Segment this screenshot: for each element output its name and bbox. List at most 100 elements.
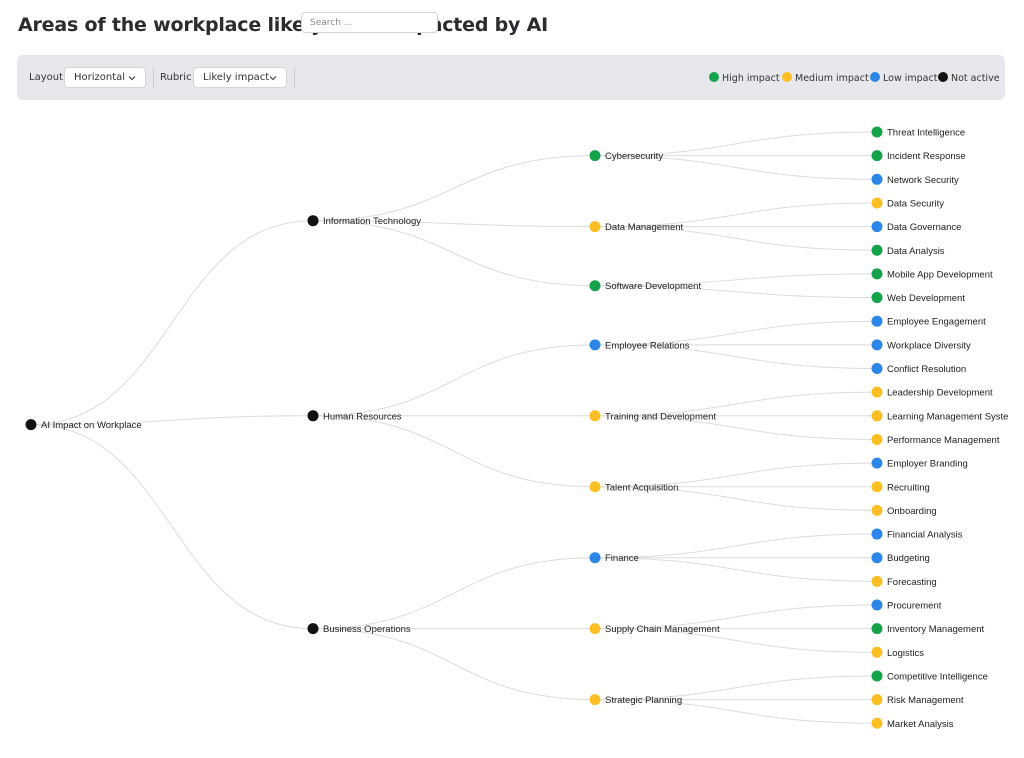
- node-status-dot[interactable]: [589, 481, 601, 493]
- node-label: Leadership Development: [887, 388, 993, 399]
- node-status-dot[interactable]: [871, 646, 883, 658]
- tree-node-incident-response[interactable]: Incident Response: [871, 150, 966, 162]
- tree-node-procurement[interactable]: Procurement: [871, 599, 942, 612]
- tree-node-competitive-intelligence[interactable]: Competitive Intelligence: [871, 670, 988, 682]
- tree-node-cybersecurity[interactable]: Cybersecurity: [589, 150, 664, 162]
- tree-node-onboarding[interactable]: Onboarding: [871, 504, 937, 517]
- node-status-dot[interactable]: [589, 280, 601, 292]
- tree-node-software-development[interactable]: Software Development: [589, 280, 702, 292]
- tree-link: [594, 285, 878, 299]
- node-status-dot[interactable]: [871, 717, 883, 729]
- tree-node-threat-intelligence[interactable]: Threat Intelligence: [871, 126, 966, 139]
- tree-node-forecasting[interactable]: Forecasting: [871, 575, 937, 588]
- node-status-dot[interactable]: [871, 315, 883, 327]
- node-status-dot[interactable]: [871, 481, 883, 493]
- tree-node-risk-management[interactable]: Risk Management: [871, 694, 964, 706]
- node-status-dot[interactable]: [307, 623, 319, 635]
- tree-node-logistics[interactable]: Logistics: [871, 646, 925, 659]
- tree-node-ai-impact-on-workplace[interactable]: AI Impact on Workplace: [25, 419, 142, 431]
- tree-node-employer-branding[interactable]: Employer Branding: [871, 457, 968, 470]
- node-status-dot[interactable]: [25, 419, 37, 431]
- node-status-dot[interactable]: [589, 552, 601, 564]
- tree-node-performance-management[interactable]: Performance Management: [871, 433, 1000, 446]
- node-label: Conflict Resolution: [887, 364, 966, 375]
- node-status-dot[interactable]: [871, 694, 883, 706]
- chevron-down-icon: [269, 76, 277, 81]
- tree-link: [594, 273, 878, 287]
- tree-node-network-security[interactable]: Network Security: [871, 173, 960, 186]
- node-status-dot[interactable]: [871, 504, 883, 516]
- node-status-dot[interactable]: [307, 410, 319, 422]
- tree-node-mobile-app-development[interactable]: Mobile App Development: [871, 268, 993, 280]
- node-status-dot[interactable]: [871, 339, 883, 351]
- node-status-dot[interactable]: [871, 150, 883, 162]
- node-status-dot[interactable]: [871, 599, 883, 611]
- layout-select[interactable]: Horizontal: [64, 67, 146, 88]
- rubric-select[interactable]: Likely impact: [193, 67, 287, 88]
- node-status-dot[interactable]: [589, 410, 601, 422]
- tree-node-human-resources[interactable]: Human Resources: [307, 410, 402, 422]
- tree-node-employee-relations[interactable]: Employee Relations: [589, 339, 690, 351]
- legend-label: High impact: [722, 73, 780, 84]
- layout-select-value: Horizontal: [74, 72, 126, 83]
- node-status-dot[interactable]: [871, 552, 883, 564]
- tree-node-business-operations[interactable]: Business Operations: [307, 623, 411, 635]
- node-status-dot[interactable]: [871, 433, 883, 445]
- tree-node-finance[interactable]: Finance: [589, 552, 639, 564]
- node-label: Strategic Planning: [605, 695, 682, 706]
- node-status-dot[interactable]: [307, 215, 319, 227]
- node-label: Threat Intelligence: [887, 128, 965, 139]
- tree-node-conflict-resolution[interactable]: Conflict Resolution: [871, 363, 967, 375]
- node-status-dot[interactable]: [871, 528, 883, 540]
- node-status-dot[interactable]: [589, 694, 601, 706]
- tree-node-leadership-development[interactable]: Leadership Development: [871, 386, 993, 399]
- legend-label: Low impact: [883, 73, 938, 84]
- tree-link: [594, 344, 878, 369]
- node-status-dot[interactable]: [871, 173, 883, 185]
- node-status-dot[interactable]: [871, 221, 883, 233]
- legend-label: Not active: [951, 73, 1000, 84]
- node-status-dot[interactable]: [589, 221, 601, 233]
- node-label: Human Resources: [323, 411, 402, 422]
- tree-node-employee-engagement[interactable]: Employee Engagement: [871, 315, 987, 328]
- node-status-dot[interactable]: [871, 410, 883, 422]
- tree-node-web-development[interactable]: Web Development: [871, 292, 966, 304]
- tree-node-information-technology[interactable]: Information Technology: [307, 215, 422, 227]
- node-status-dot[interactable]: [589, 623, 601, 635]
- node-status-dot[interactable]: [871, 126, 883, 138]
- node-status-dot[interactable]: [871, 575, 883, 587]
- tree-link: [594, 604, 878, 630]
- tree-node-data-governance[interactable]: Data Governance: [871, 221, 962, 233]
- tree-node-strategic-planning[interactable]: Strategic Planning: [589, 694, 683, 706]
- node-status-dot[interactable]: [871, 197, 883, 209]
- node-status-dot[interactable]: [871, 386, 883, 398]
- node-status-dot[interactable]: [871, 457, 883, 469]
- node-status-dot[interactable]: [871, 292, 883, 304]
- search-input[interactable]: [301, 12, 438, 33]
- node-status-dot[interactable]: [871, 670, 883, 682]
- tree-node-financial-analysis[interactable]: Financial Analysis: [871, 528, 963, 541]
- node-status-dot[interactable]: [589, 150, 601, 162]
- tree-link: [30, 424, 314, 630]
- tree-node-data-security[interactable]: Data Security: [871, 197, 945, 209]
- node-status-dot[interactable]: [871, 623, 883, 635]
- node-status-dot[interactable]: [871, 363, 883, 374]
- tree-node-budgeting[interactable]: Budgeting: [871, 552, 930, 564]
- tree-node-inventory-management[interactable]: Inventory Management: [871, 623, 985, 635]
- node-status-dot[interactable]: [589, 339, 601, 351]
- node-status-dot[interactable]: [871, 244, 883, 256]
- tree-node-workplace-diversity[interactable]: Workplace Diversity: [871, 339, 972, 351]
- toolbar-divider: [153, 68, 154, 88]
- tree-node-market-analysis[interactable]: Market Analysis: [871, 717, 954, 730]
- tree-node-data-management[interactable]: Data Management: [589, 221, 684, 233]
- rubric-label: Rubric: [160, 72, 192, 83]
- tree-node-data-analysis[interactable]: Data Analysis: [871, 244, 945, 257]
- node-status-dot[interactable]: [871, 268, 883, 280]
- tree-node-supply-chain-management[interactable]: Supply Chain Management: [589, 623, 720, 635]
- tree-node-training-and-development[interactable]: Training and Development: [589, 410, 717, 422]
- tree-link: [30, 415, 314, 426]
- tree-node-learning-management-syste[interactable]: Learning Management Syste: [871, 410, 1009, 422]
- tree-node-recruiting[interactable]: Recruiting: [871, 481, 930, 493]
- tree-node-talent-acquisition[interactable]: Talent Acquisition: [589, 481, 679, 493]
